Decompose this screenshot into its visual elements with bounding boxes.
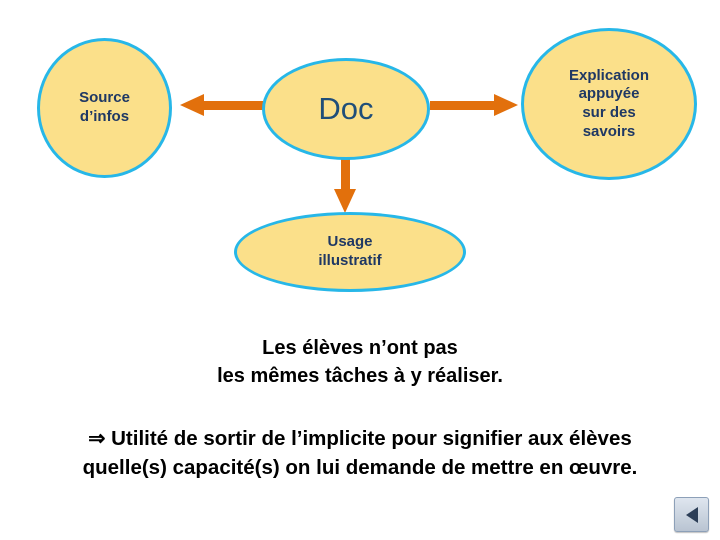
node-doc-label: Doc (318, 90, 374, 126)
arrow-doc-to-usage-line (341, 158, 350, 191)
node-explication: Explication appuyée sur des savoirs (521, 28, 697, 180)
arrow-doc-to-explication-head-icon (494, 94, 518, 116)
node-source-infos-label: Source d’infos (79, 89, 130, 125)
paragraph-eleves: Les élèves n’ont pas les mêmes tâches à … (217, 337, 503, 388)
arrow-doc-to-explication-line (430, 101, 495, 110)
node-usage-illustratif-label: Usage illustratif (318, 233, 382, 269)
node-source-infos: Source d’infos (37, 38, 172, 178)
nav-back-button[interactable] (674, 497, 709, 532)
paragraph-utilite: ⇒ Utilité de sortir de l’implicite pour … (82, 427, 638, 480)
arrow-doc-to-source-head-icon (180, 94, 204, 116)
node-doc: Doc (262, 58, 430, 160)
arrow-doc-to-source-line (203, 101, 263, 110)
arrow-doc-to-usage-head-icon (334, 189, 356, 213)
triangle-left-icon (685, 506, 698, 523)
node-explication-label: Explication appuyée sur des savoirs (568, 66, 650, 140)
node-usage-illustratif: Usage illustratif (234, 212, 466, 292)
